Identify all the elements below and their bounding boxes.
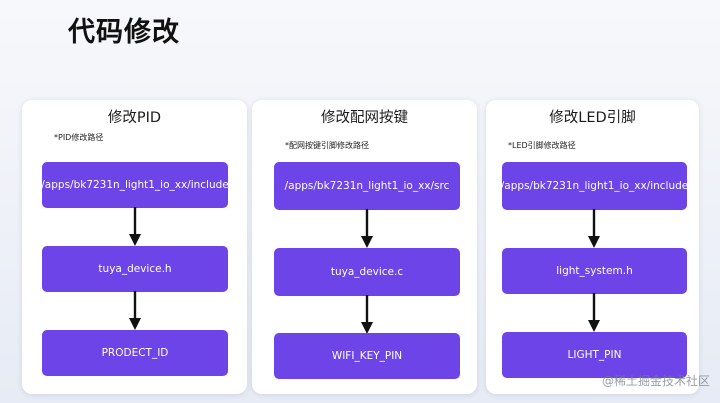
step-box: light_system.h: [502, 248, 687, 294]
step-box: /apps/bk7231n_light1_io_xx/include: [41, 162, 229, 208]
arrow-down-icon: [361, 209, 373, 248]
step-box: PRODECT_ID: [42, 330, 228, 376]
card-pid-note: *PID修改路径: [54, 133, 104, 142]
arrow-down-icon: [129, 207, 141, 246]
arrow-down-icon: [361, 295, 373, 334]
step-box: tuya_device.c: [274, 248, 460, 296]
card-pid-title: 修改PID: [107, 110, 162, 126]
watermark: @稀土掘金技术社区: [601, 374, 710, 388]
step-box: WIFI_KEY_PIN: [274, 333, 460, 379]
step-box: LIGHT_PIN: [502, 332, 687, 378]
arrow-down-icon: [588, 293, 600, 332]
card-led-pin-title: 修改LED引脚: [549, 110, 636, 126]
step-box: /apps/bk7231n_light1_io_xx/include: [501, 162, 688, 210]
arrow-down-icon: [588, 209, 600, 248]
arrow-down-icon: [129, 291, 141, 330]
step-box: /apps/bk7231n_light1_io_xx/src: [274, 162, 460, 210]
card-wifi-key-title: 修改配网按键: [321, 110, 408, 126]
page-title: 代码修改: [68, 17, 180, 48]
step-box: tuya_device.h: [42, 246, 228, 292]
card-wifi-key-note: *配网按键引脚修改路径: [285, 141, 369, 150]
card-led-pin-note: *LED引脚修改路径: [508, 141, 576, 150]
